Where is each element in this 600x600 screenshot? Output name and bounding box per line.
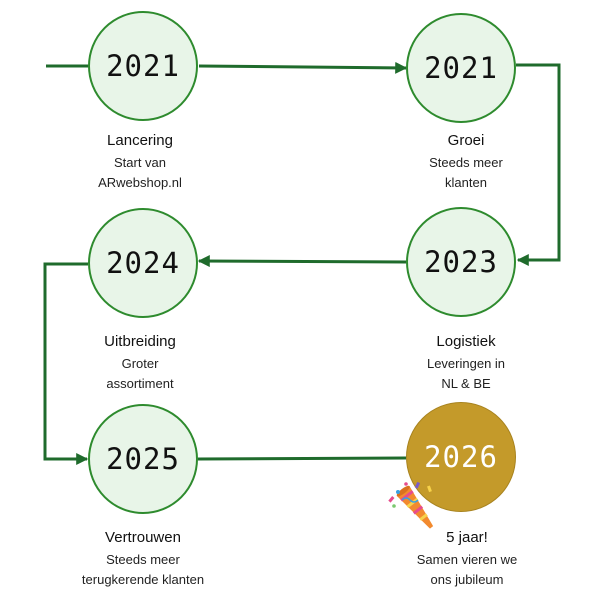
milestone-title: Uitbreiding bbox=[104, 333, 176, 350]
connector-2021-groei bbox=[198, 61, 408, 74]
milestone-caption-lancering: Lancering Start van ARwebshop.nl bbox=[40, 132, 240, 193]
milestone-description-line: Steeds meer bbox=[429, 155, 503, 170]
milestone-year: 2023 bbox=[424, 245, 498, 279]
milestone-title: Lancering bbox=[107, 132, 173, 149]
milestone-title: 5 jaar! bbox=[446, 529, 488, 546]
milestone-title: Groei bbox=[447, 132, 485, 149]
milestone-year: 2025 bbox=[106, 442, 180, 476]
milestone-caption-jubileum: 5 jaar! Samen vieren we ons jubileum bbox=[367, 529, 567, 590]
milestone-caption-groei: Groei Steeds meer klanten bbox=[366, 132, 566, 193]
milestone-year: 2021 bbox=[106, 49, 180, 83]
milestone-description-line: assortiment bbox=[106, 376, 174, 391]
party-popper-icon bbox=[388, 481, 434, 529]
milestone-circle-vertrouwen: 2025 bbox=[88, 404, 198, 514]
milestone-description-line: Leveringen in bbox=[426, 356, 506, 371]
milestone-circle-uitbreiding: 2024 bbox=[88, 208, 198, 318]
milestone-description-line: NL & BE bbox=[441, 376, 491, 391]
milestone-circle-logistiek: 2023 bbox=[406, 207, 516, 317]
milestone-title: Logistiek bbox=[436, 333, 496, 350]
milestone-description-line: terugkerende klanten bbox=[81, 572, 205, 587]
connector-2025-2026 bbox=[197, 456, 407, 461]
milestone-description-line: klanten bbox=[445, 175, 487, 190]
milestone-caption-uitbreiding: Uitbreiding Groter assortiment bbox=[40, 333, 240, 394]
milestone-year: 2021 bbox=[424, 51, 498, 85]
milestone-description-line: ons jubileum bbox=[430, 572, 504, 587]
milestone-circle-jubileum: 2026 bbox=[406, 402, 516, 512]
milestone-caption-vertrouwen: Vertrouwen Steeds meer terugkerende klan… bbox=[43, 529, 243, 590]
connector-2023-2024 bbox=[197, 255, 407, 268]
milestone-year: 2024 bbox=[106, 246, 180, 280]
milestone-caption-logistiek: Logistiek Leveringen in NL & BE bbox=[366, 333, 566, 394]
milestone-description-line: Start van bbox=[113, 155, 167, 170]
milestone-description-line: ARwebshop.nl bbox=[98, 175, 182, 190]
milestone-year: 2026 bbox=[424, 440, 498, 474]
milestone-circle-groei: 2021 bbox=[406, 13, 516, 123]
milestone-circle-lancering: 2021 bbox=[88, 11, 198, 121]
milestone-description-line: Steeds meer bbox=[106, 552, 180, 567]
milestone-description-line: Groter bbox=[121, 356, 159, 371]
milestone-title: Vertrouwen bbox=[105, 529, 181, 546]
connector-2024-2025 bbox=[43, 262, 89, 465]
milestone-description-line: Samen vieren we bbox=[416, 552, 518, 567]
connector-groei-2023 bbox=[516, 63, 561, 266]
